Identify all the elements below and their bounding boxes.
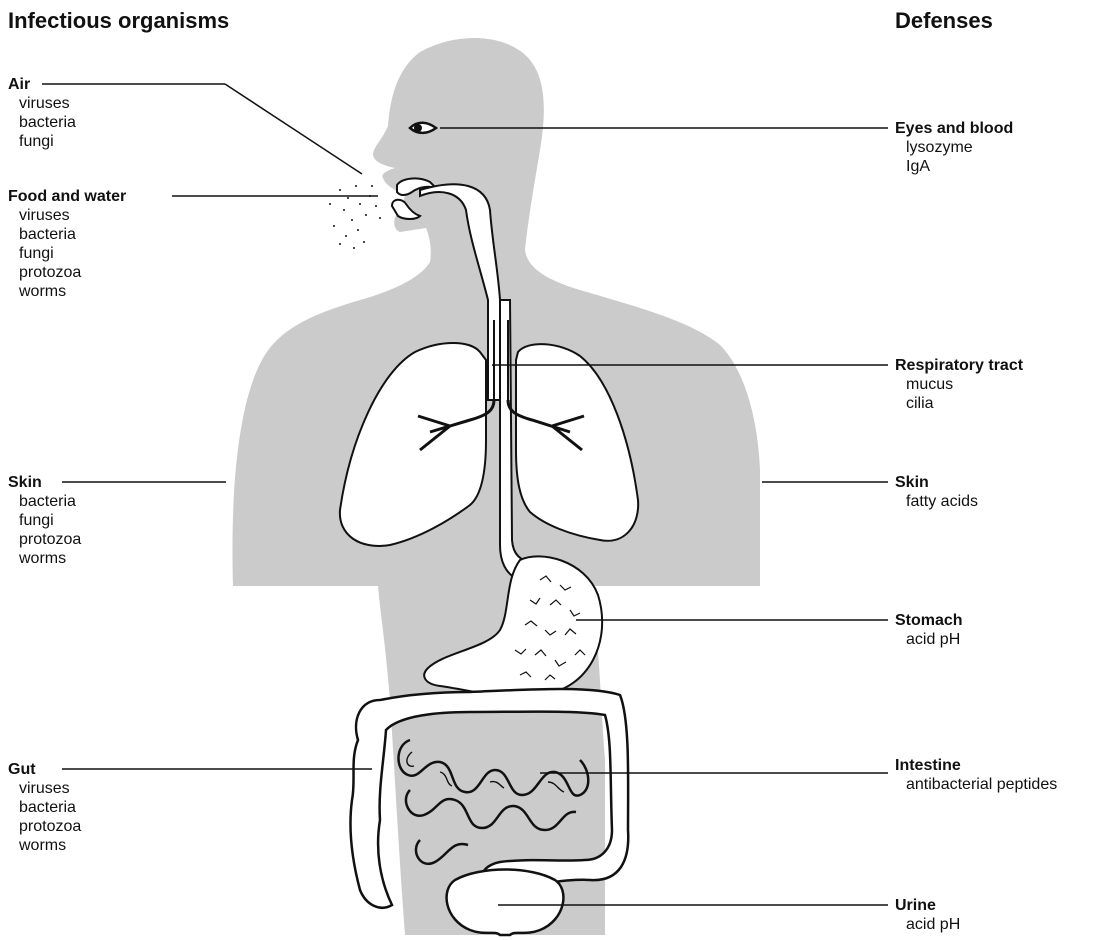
label-item: IgA (906, 157, 1013, 176)
label-title: Food and water (8, 187, 126, 206)
label-item: bacteria (19, 225, 126, 244)
label-item: fatty acids (906, 492, 978, 511)
label-item: viruses (19, 206, 126, 225)
label-item: bacteria (19, 492, 81, 511)
label-air: Air viruses bacteria fungi (8, 75, 76, 151)
label-item: fungi (19, 511, 81, 530)
label-item: protozoa (19, 530, 81, 549)
body-silhouette (232, 38, 760, 935)
label-item: antibacterial peptides (906, 775, 1057, 794)
label-item: acid pH (906, 915, 960, 934)
label-item: worms (19, 549, 81, 568)
label-title: Stomach (895, 611, 963, 630)
label-item: viruses (19, 779, 81, 798)
label-title: Urine (895, 896, 960, 915)
label-title: Intestine (895, 756, 1057, 775)
label-title: Respiratory tract (895, 356, 1023, 375)
label-item: fungi (19, 132, 76, 151)
label-gut: Gut viruses bacteria protozoa worms (8, 760, 81, 855)
label-title: Eyes and blood (895, 119, 1013, 138)
label-item: cilia (906, 394, 1023, 413)
label-item: mucus (906, 375, 1023, 394)
label-item: worms (19, 282, 126, 301)
label-title: Gut (8, 760, 81, 779)
label-item: lysozyme (906, 138, 1013, 157)
label-skin-organisms: Skin bacteria fungi protozoa worms (8, 473, 81, 568)
label-item: bacteria (19, 798, 81, 817)
spray-particles (329, 185, 381, 249)
label-eyes-and-blood: Eyes and blood lysozyme IgA (895, 119, 1013, 176)
label-urine: Urine acid pH (895, 896, 960, 934)
label-respiratory-tract: Respiratory tract mucus cilia (895, 356, 1023, 413)
label-item: worms (19, 836, 81, 855)
label-item: protozoa (19, 817, 81, 836)
label-item: fungi (19, 244, 126, 263)
label-skin-defenses: Skin fatty acids (895, 473, 978, 511)
label-stomach: Stomach acid pH (895, 611, 963, 649)
label-food-and-water: Food and water viruses bacteria fungi pr… (8, 187, 126, 301)
label-item: acid pH (906, 630, 963, 649)
bladder (447, 870, 564, 936)
label-item: viruses (19, 94, 76, 113)
label-title: Skin (895, 473, 978, 492)
label-intestine: Intestine antibacterial peptides (895, 756, 1057, 794)
eye (410, 123, 436, 133)
label-title: Air (8, 75, 76, 94)
label-item: protozoa (19, 263, 126, 282)
label-item: bacteria (19, 113, 76, 132)
label-title: Skin (8, 473, 81, 492)
